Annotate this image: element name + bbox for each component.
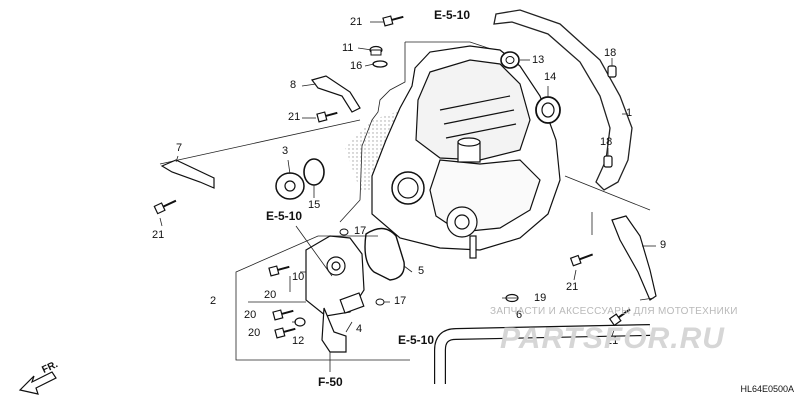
bolts <box>153 15 631 339</box>
part-label-17-upper: 17 <box>354 225 367 237</box>
part-label-16: 16 <box>350 60 363 72</box>
part-label-12: 12 <box>292 335 305 347</box>
part-label-5: 5 <box>418 265 425 277</box>
part-label-7: 7 <box>176 142 183 154</box>
o-ring-part-15 <box>303 158 325 186</box>
ref-e-5-10-bottom: E-5-10 <box>398 333 435 347</box>
pump-assembly <box>446 206 478 259</box>
watermark-tagline: ЗАПЧАСТИ И АКСЕССУАРЫ ДЛЯ МОТОТЕХНИКИ <box>490 306 738 317</box>
washer-part-12 <box>294 317 306 327</box>
o-ring-part-16 <box>372 60 388 68</box>
part-label-3: 3 <box>282 145 289 157</box>
part-label-20-a: 20 <box>264 289 277 301</box>
part-label-2: 2 <box>210 295 217 307</box>
body-boss <box>457 137 481 163</box>
ref-e-5-10-left: E-5-10 <box>266 209 303 223</box>
part-label-21-top: 21 <box>350 16 363 28</box>
part-label-17-lower: 17 <box>394 295 407 307</box>
part-label-4: 4 <box>356 323 363 335</box>
part-label-10: 10 <box>292 271 305 283</box>
gasket-part-5 <box>364 227 405 281</box>
bracket-part-8 <box>310 75 361 113</box>
part-label-20-b: 20 <box>244 309 257 321</box>
part-label-13: 13 <box>532 54 545 66</box>
cap-part-3 <box>275 172 305 200</box>
part-label-21-far-left: 21 <box>152 229 165 241</box>
part-label-15: 15 <box>308 199 321 211</box>
leader-lines <box>159 21 656 372</box>
watermark-logo: PARTSFOR.RU <box>500 322 725 355</box>
part-label-19: 19 <box>534 292 547 304</box>
part-label-21-bottom-right: 21 <box>606 335 619 347</box>
pipe-part-4 <box>321 307 347 353</box>
plug-part-11 <box>369 45 383 56</box>
part-label-14: 14 <box>544 71 557 83</box>
part-label-11: 11 <box>342 42 354 54</box>
bracket-part-9 <box>611 215 657 301</box>
hose-part-6-fill <box>435 325 651 384</box>
body-seal-left <box>391 171 425 205</box>
part-label-9: 9 <box>660 239 667 251</box>
ref-e-5-10-top: E-5-10 <box>434 8 471 22</box>
part-label-8: 8 <box>290 79 297 91</box>
bracket-part-7 <box>160 159 215 189</box>
part-label-20-c: 20 <box>248 327 261 339</box>
gasket-part-1 <box>493 9 633 191</box>
part-label-1: 1 <box>626 107 633 119</box>
front-direction-arrow <box>18 371 57 395</box>
part-label-18-lower: 18 <box>600 136 613 148</box>
part-label-21-right: 21 <box>566 281 579 293</box>
part-label-6: 6 <box>516 309 523 321</box>
ref-f-50: F-50 <box>318 375 343 389</box>
oil-seal-part-13 <box>500 51 520 69</box>
part-label-18-upper: 18 <box>604 47 617 59</box>
part-label-21-left: 21 <box>288 111 301 123</box>
diagram-code: HL64E0500A <box>740 384 794 394</box>
thermostat-housing-part-2 <box>305 235 365 317</box>
oil-seal-part-14 <box>535 96 561 124</box>
